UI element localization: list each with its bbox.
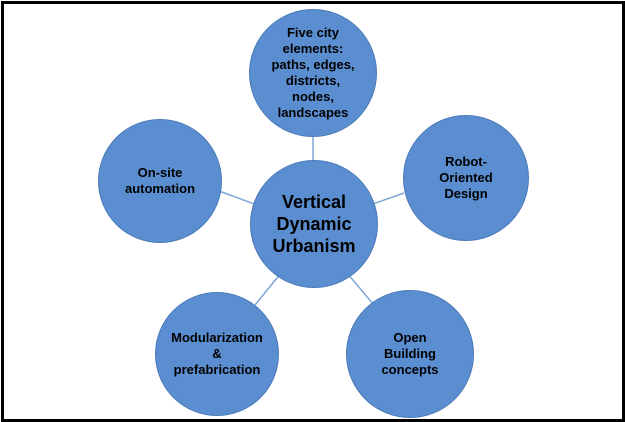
node-on-site-automation: On-site automation <box>98 119 222 243</box>
connector-left <box>218 190 258 206</box>
node-label-vertical-dynamic-urbanism: Vertical Dynamic Urbanism <box>272 192 356 256</box>
node-five-city-elements: Five city elements: paths, edges, distri… <box>249 9 377 137</box>
node-label-robot-oriented-design: Robot- Oriented Design <box>439 154 493 201</box>
node-label-five-city-elements: Five city elements: paths, edges, distri… <box>271 25 355 120</box>
connector-bottom-right <box>346 272 375 306</box>
node-label-on-site-automation: On-site automation <box>124 165 196 196</box>
node-label-open-building-concepts: Open Building concepts <box>381 330 439 377</box>
node-open-building-concepts: Open Building concepts <box>346 290 474 418</box>
node-robot-oriented-design: Robot- Oriented Design <box>403 115 529 241</box>
connector-right <box>369 192 405 206</box>
node-modularization-prefabrication: Modularization & prefabrication <box>155 292 279 416</box>
connector-bottom-left <box>254 272 282 306</box>
node-label-modularization-prefabrication: Modularization & prefabrication <box>171 330 263 377</box>
node-vertical-dynamic-urbanism: Vertical Dynamic Urbanism <box>250 160 378 288</box>
